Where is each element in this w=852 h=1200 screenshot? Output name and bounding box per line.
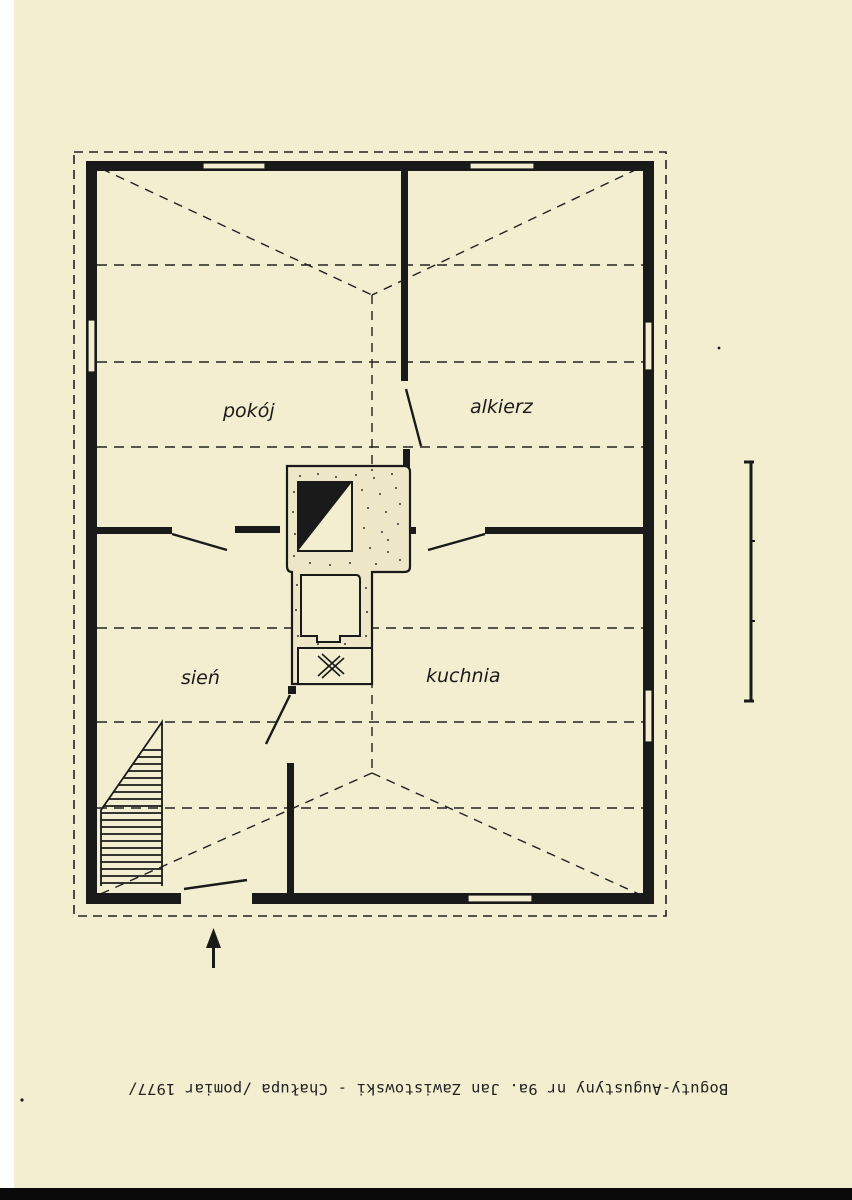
interior-walls — [97, 171, 643, 893]
stove-stipple — [292, 469, 401, 645]
room-label-pokoj: pokój — [222, 400, 275, 422]
arrow-up-icon — [206, 928, 221, 968]
ceiling-beams — [97, 264, 643, 809]
stove — [285, 464, 412, 694]
plan-caption: Boguty-Augustyny nr 9a. Jan Zawistowski … — [127, 1080, 729, 1098]
staircase — [100, 719, 163, 886]
windows — [87, 162, 653, 903]
room-label-sien: sień — [181, 667, 220, 689]
door-swings — [171, 388, 486, 891]
roof-outline — [73, 151, 667, 917]
room-label-alkierz: alkierz — [470, 396, 534, 418]
scan-margin — [0, 0, 14, 1188]
room-label-kuchnia: kuchnia — [426, 665, 501, 687]
scale-bar — [744, 460, 755, 703]
paper-sheet — [14, 0, 852, 1188]
cross-hatch-icon — [317, 653, 345, 679]
outer-walls — [86, 161, 654, 904]
roof-hip-lines — [86, 161, 653, 901]
scan-border-bottom — [0, 1188, 852, 1200]
stray-marks — [20, 346, 721, 1102]
